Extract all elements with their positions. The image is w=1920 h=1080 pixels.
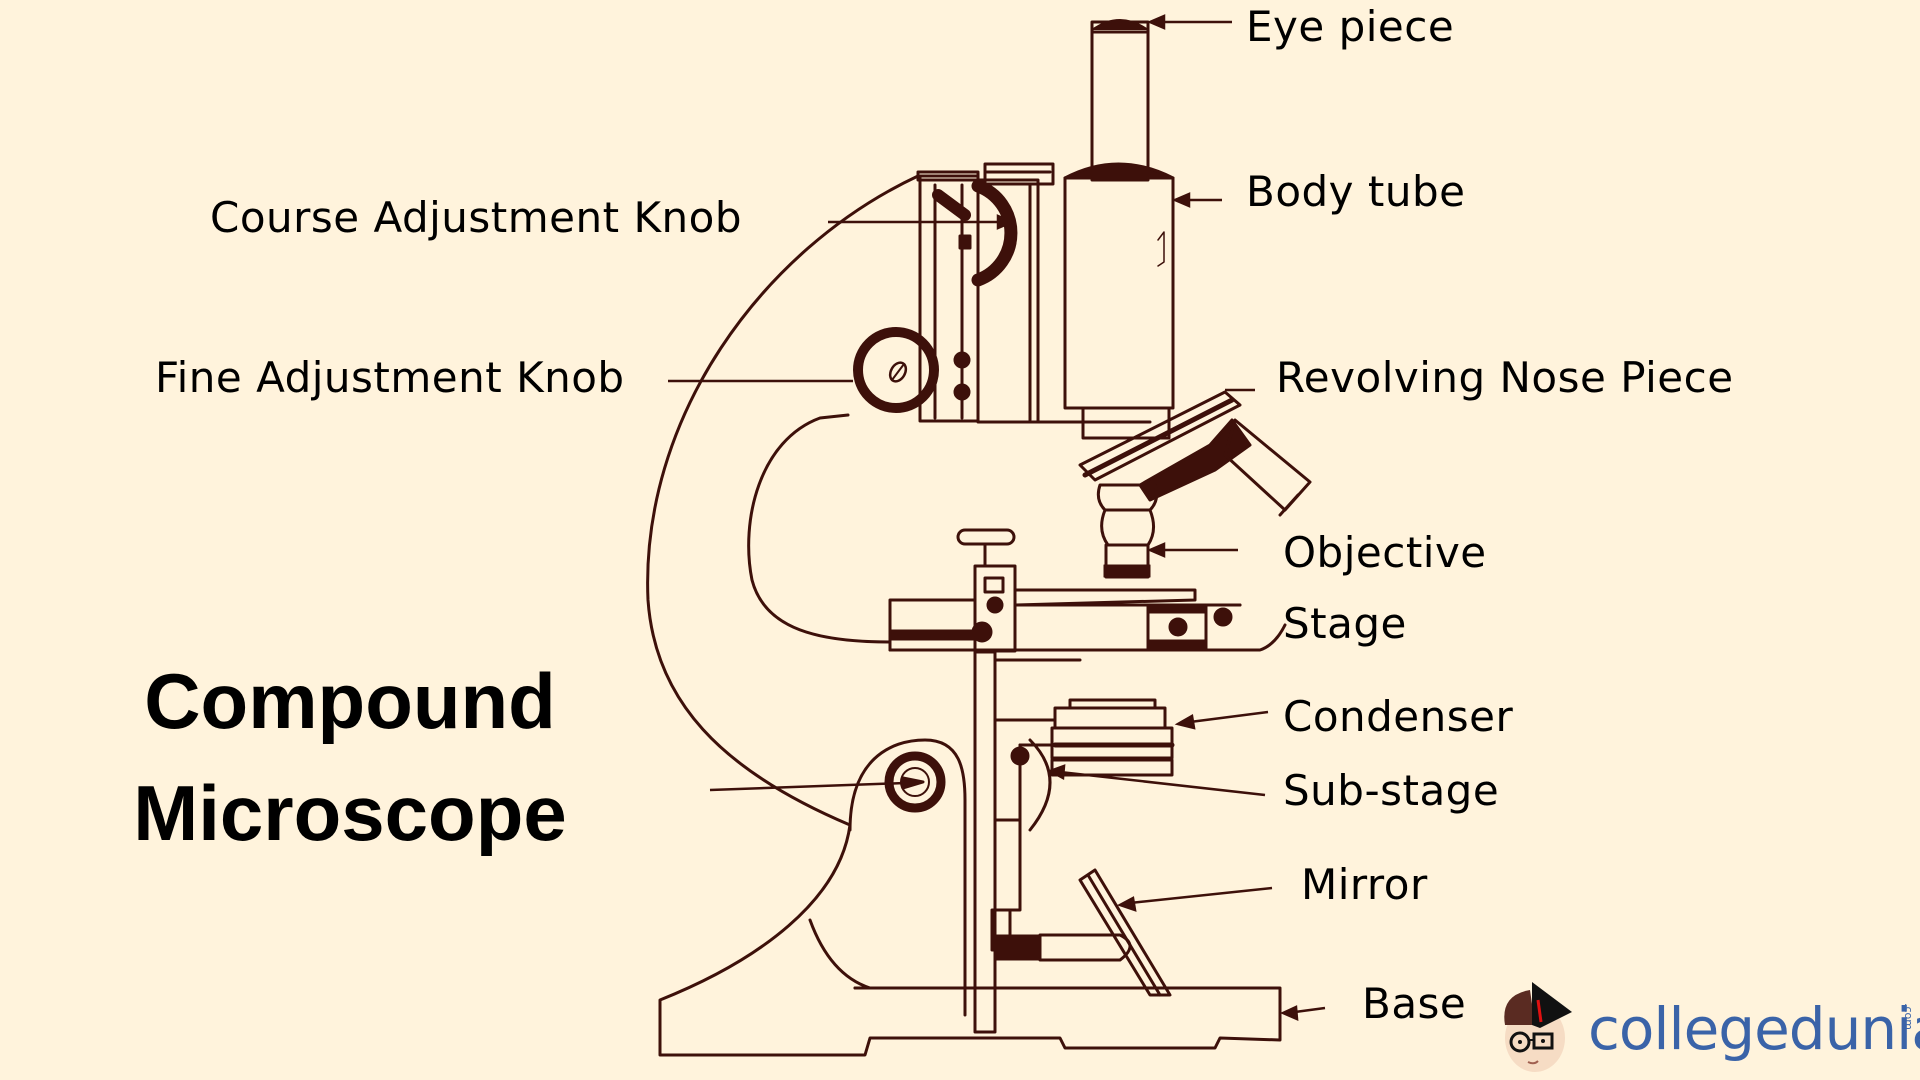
fine-adjustment-knob-drawing [853,327,971,413]
label-condenser: Condenser [1283,692,1514,741]
body-tube-drawing [1063,19,1175,440]
label-mirror: Mirror [1301,860,1428,909]
mirror-arrow [1129,886,1273,905]
graduate-mascot-icon [1504,982,1572,1072]
inclination-joint-drawing [848,738,967,1017]
nose-piece-drawing [1078,390,1312,579]
label-base: Base [1362,979,1467,1028]
title-line-2: Microscope [133,769,567,857]
base-drawing [658,823,1282,1057]
pointer-arrows [668,14,1326,1021]
label-body-tube: Body tube [1246,167,1466,216]
label-revolving-nose-piece: Revolving Nose Piece [1276,353,1734,402]
stage-drawing [888,528,1287,653]
collegedunia-logo: collegedunia .com [1490,970,1920,1080]
base-arrow [1294,1006,1326,1014]
label-fine-adjustment-knob: Fine Adjustment Knob [155,353,625,402]
coarse-adjustment-assembly [916,162,1055,424]
logo-text: collegedunia [1588,995,1920,1063]
logo-suffix: .com [1902,1003,1915,1030]
label-stage: Stage [1283,599,1407,648]
substage-drawing [973,650,1175,1034]
label-coarse-adjustment-knob: Course Adjustment Knob [210,193,742,242]
label-objective: Objective [1283,528,1487,577]
inclination-joint-arrow [709,781,906,792]
label-sub-stage: Sub-stage [1283,766,1500,815]
label-eye-piece: Eye piece [1246,2,1455,51]
sub-stage-arrow [1059,770,1266,797]
condenser-arrow [1189,710,1269,724]
mirror-drawing [994,868,1172,997]
title-line-1: Compound [144,657,556,745]
